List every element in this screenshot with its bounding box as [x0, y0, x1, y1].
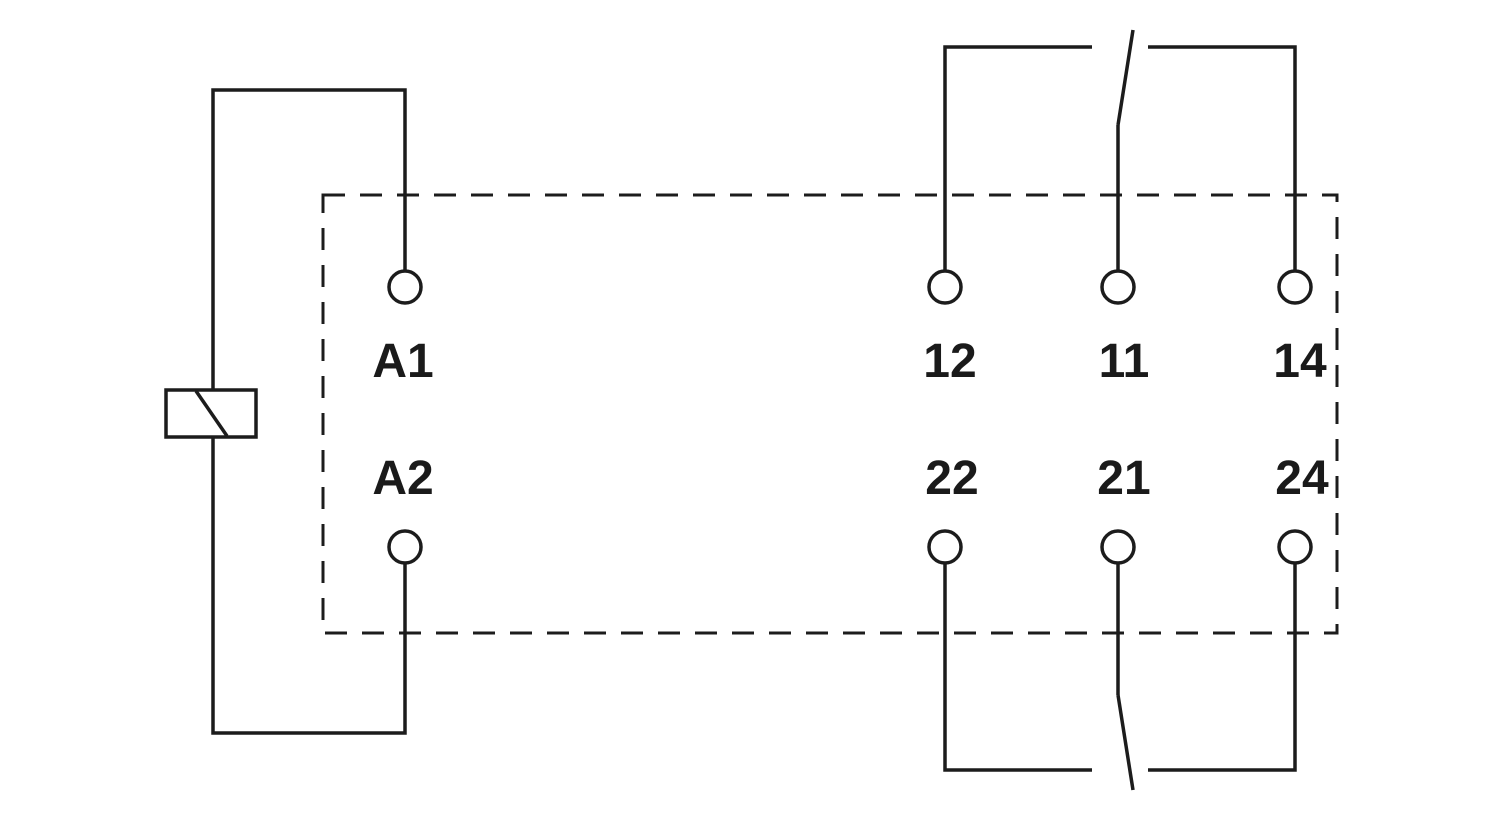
coil-diagonal-line	[194, 390, 229, 437]
terminal-label-a1: A1	[372, 335, 433, 388]
terminal-circle-12	[927, 269, 963, 305]
terminal-circle-22	[927, 529, 963, 565]
terminal-label-11: 11	[1099, 335, 1150, 388]
contact2-switch-blade	[1116, 694, 1135, 791]
contact2-wire-24	[1148, 563, 1297, 772]
contact1-switch-blade	[1116, 29, 1135, 126]
relay-housing-dashed-outline	[321, 193, 1339, 635]
terminal-label-22: 22	[925, 452, 978, 505]
terminal-circle-24	[1277, 529, 1313, 565]
terminal-label-12: 12	[923, 335, 976, 388]
terminal-circle-21	[1100, 529, 1136, 565]
contact-group-1: 12 11 14	[923, 29, 1327, 388]
terminal-label-21: 21	[1097, 452, 1150, 505]
terminal-label-14: 14	[1273, 335, 1327, 388]
coil-circuit: A1 A2	[164, 88, 434, 735]
terminal-circle-a2	[387, 529, 423, 565]
terminal-circle-a1	[387, 269, 423, 305]
contact1-wire-14	[1148, 45, 1297, 271]
contact2-wire-22	[943, 563, 1092, 772]
terminal-label-a2: A2	[372, 452, 433, 505]
terminal-circle-11	[1100, 269, 1136, 305]
terminal-circle-14	[1277, 269, 1313, 305]
contact-group-2: 22 21 24	[925, 452, 1329, 791]
terminal-label-24: 24	[1275, 452, 1329, 505]
contact1-wire-12	[943, 45, 1092, 271]
